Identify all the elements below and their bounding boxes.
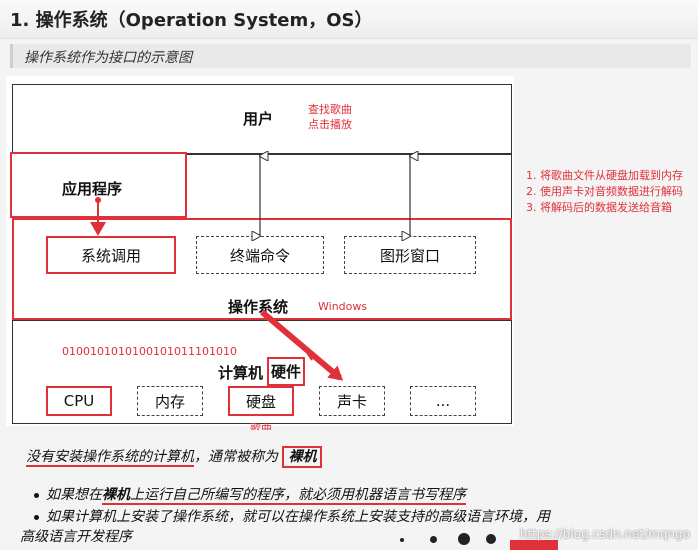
bullet-1-b: 裸机 [102, 487, 130, 505]
hardware-label-prefix: 计算机 [218, 364, 264, 382]
bare-machine-term: 裸机 [282, 446, 323, 468]
watermark: https://blog.csdn.net/mqngo [519, 527, 690, 541]
bullet-dot-2 [34, 515, 39, 520]
step-1: 1. 将歌曲文件从硬盘加载到内存 [526, 169, 683, 182]
disk-box[interactable]: 硬盘 [228, 386, 294, 416]
step-3: 3. 将解码后的数据发送给音箱 [526, 201, 672, 214]
sound-card-box[interactable]: 声卡 [319, 386, 385, 416]
note-bare-computer-def: 没有安装操作系统的计算机 [26, 449, 194, 467]
user-annotation-2: 点击播放 [308, 118, 352, 131]
nav-dot-4[interactable] [486, 534, 496, 544]
user-annotation-1: 查找歌曲 [308, 103, 352, 116]
bullet-2: 如果计算机上安装了操作系统，就可以在操作系统上安装支持的高级语言环境，用 [46, 509, 550, 525]
notes-area [0, 430, 698, 550]
hardware-label-highlight: 硬件 [267, 357, 306, 386]
binary-data: 0100101010100101011101010 [62, 345, 237, 358]
cpu-box[interactable]: CPU [46, 386, 112, 416]
bullet-dot-1 [34, 493, 39, 498]
hardware-layer-box [12, 320, 512, 424]
step-2: 2. 使用声卡对音频数据进行解码 [526, 185, 683, 198]
page-title: 1. 操作系统（Operation System，OS） [10, 10, 373, 31]
diagram-background [6, 76, 514, 426]
title-bar [0, 0, 698, 39]
bullet-1: 如果想在裸机上运行自己所编写的程序，就必须用机器语言书写程序 [46, 484, 466, 505]
bullet-1-d: ，就必须用机器语言书写程序 [284, 487, 466, 505]
nav-dot-3[interactable] [458, 533, 470, 545]
diagram-caption: 操作系统作为接口的示意图 [24, 50, 192, 66]
note-mid: ，通常被称为 [194, 449, 278, 465]
bullet-1-c: 上运行自己所编写的程序 [130, 487, 284, 505]
nav-dot-2[interactable] [430, 536, 437, 543]
application-label: 应用程序 [62, 180, 123, 198]
nav-dot-1[interactable] [400, 538, 404, 542]
progress-bar [510, 540, 558, 550]
bullet-2-cont: 高级语言开发程序 [20, 529, 132, 545]
more-hardware-box[interactable]: ... [410, 386, 476, 416]
arrow-short [299, 341, 313, 361]
os-label: 操作系统 [228, 298, 289, 316]
syscall-box[interactable]: 系统调用 [46, 236, 176, 274]
user-label: 用户 [243, 110, 274, 128]
note-line: 没有安装操作系统的计算机，通常被称为 裸机 [26, 446, 323, 468]
subtitle-box [10, 44, 691, 68]
os-annotation: Windows [318, 300, 368, 313]
memory-box[interactable]: 内存 [137, 386, 203, 416]
bullet-1-a: 如果想在 [46, 487, 102, 503]
